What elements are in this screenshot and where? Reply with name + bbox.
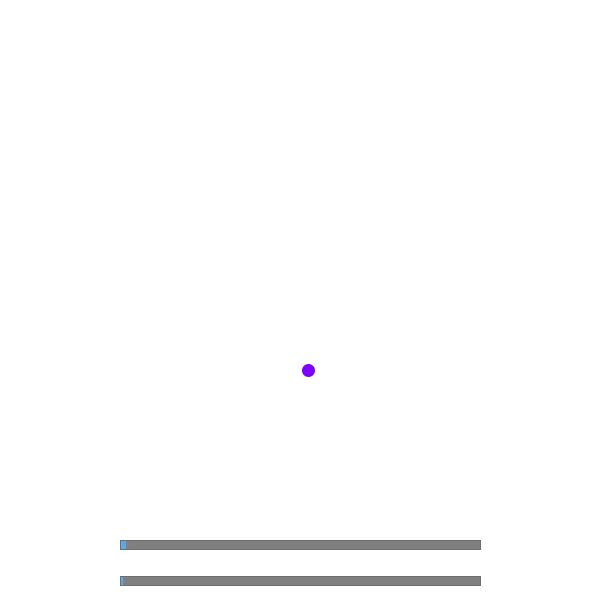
progress-bar-1 [120,540,481,550]
progress-bar-2-fill [121,577,123,585]
progress-bar-2 [120,576,481,586]
progress-bar-1-fill [121,541,126,549]
target-dot-icon[interactable] [302,364,315,377]
